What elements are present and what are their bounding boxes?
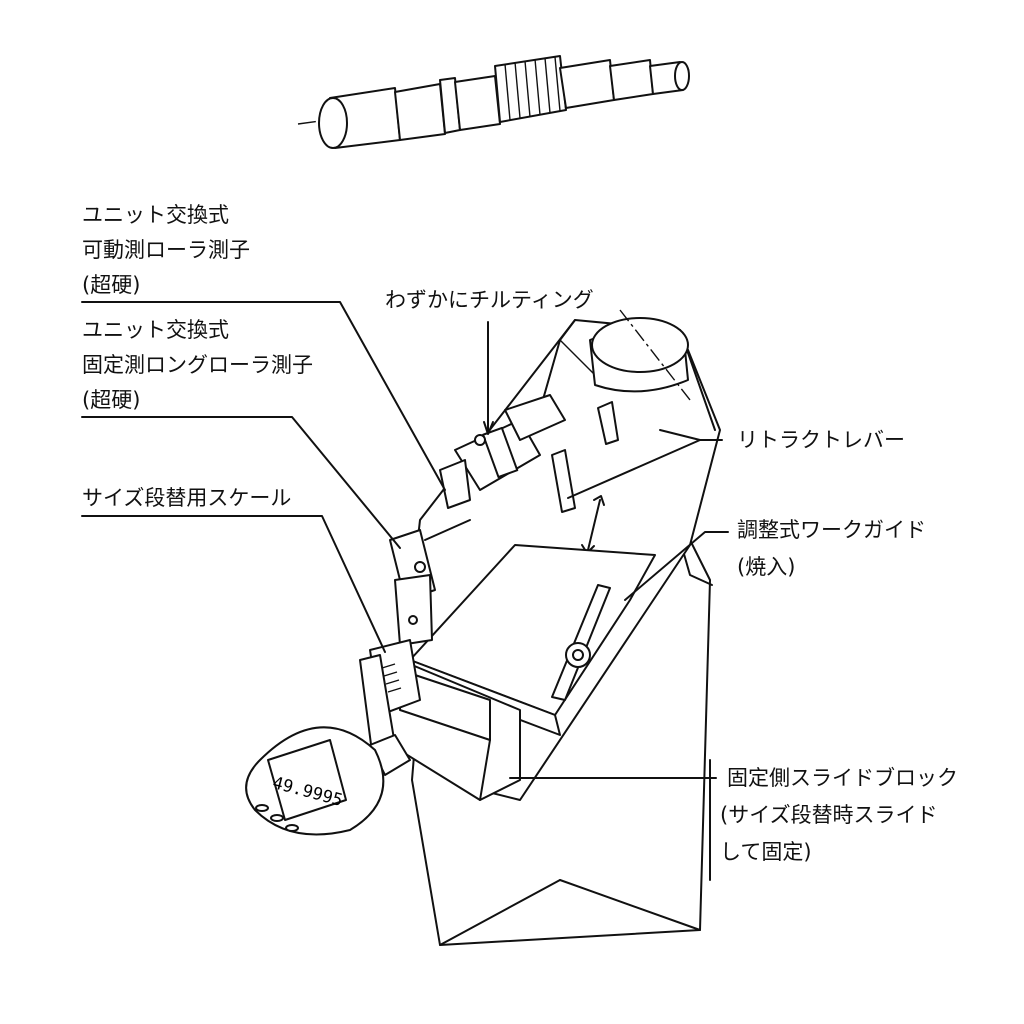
dial-display [267,739,347,821]
retract-lever-label: リトラクトレバー [737,428,905,452]
scale-label: サイズ段替用スケール [82,486,292,510]
size-change-scale [359,639,421,753]
tilting-label: わずかにチルティング [385,288,594,312]
slide-block-label-3: して固定) [720,840,812,864]
movable-roller-label-2: 可動測ローラ測子 [82,238,250,262]
movable-roller-label-1: ユニット交換式 [82,203,229,227]
fixed-roller-label-2: 固定測ロングローラ測子 [82,353,313,377]
work-guide-label-2: (焼入) [737,555,796,579]
leader-lines [81,301,729,881]
fixed-roller-label-3: (超硬) [82,388,141,412]
slide-block-label-2: (サイズ段替時スライド [720,803,938,827]
roller-heads [389,394,566,646]
work-guide-label-1: 調整式ワークガイド [737,518,926,542]
movable-roller-label-3: (超硬) [82,273,141,297]
fixed-roller-label-1: ユニット交換式 [82,318,229,342]
slide-block-label-1: 固定側スライドブロック [727,766,958,790]
dial-gauge: 49.9995 [245,726,411,836]
shaft-workpiece [297,55,691,149]
